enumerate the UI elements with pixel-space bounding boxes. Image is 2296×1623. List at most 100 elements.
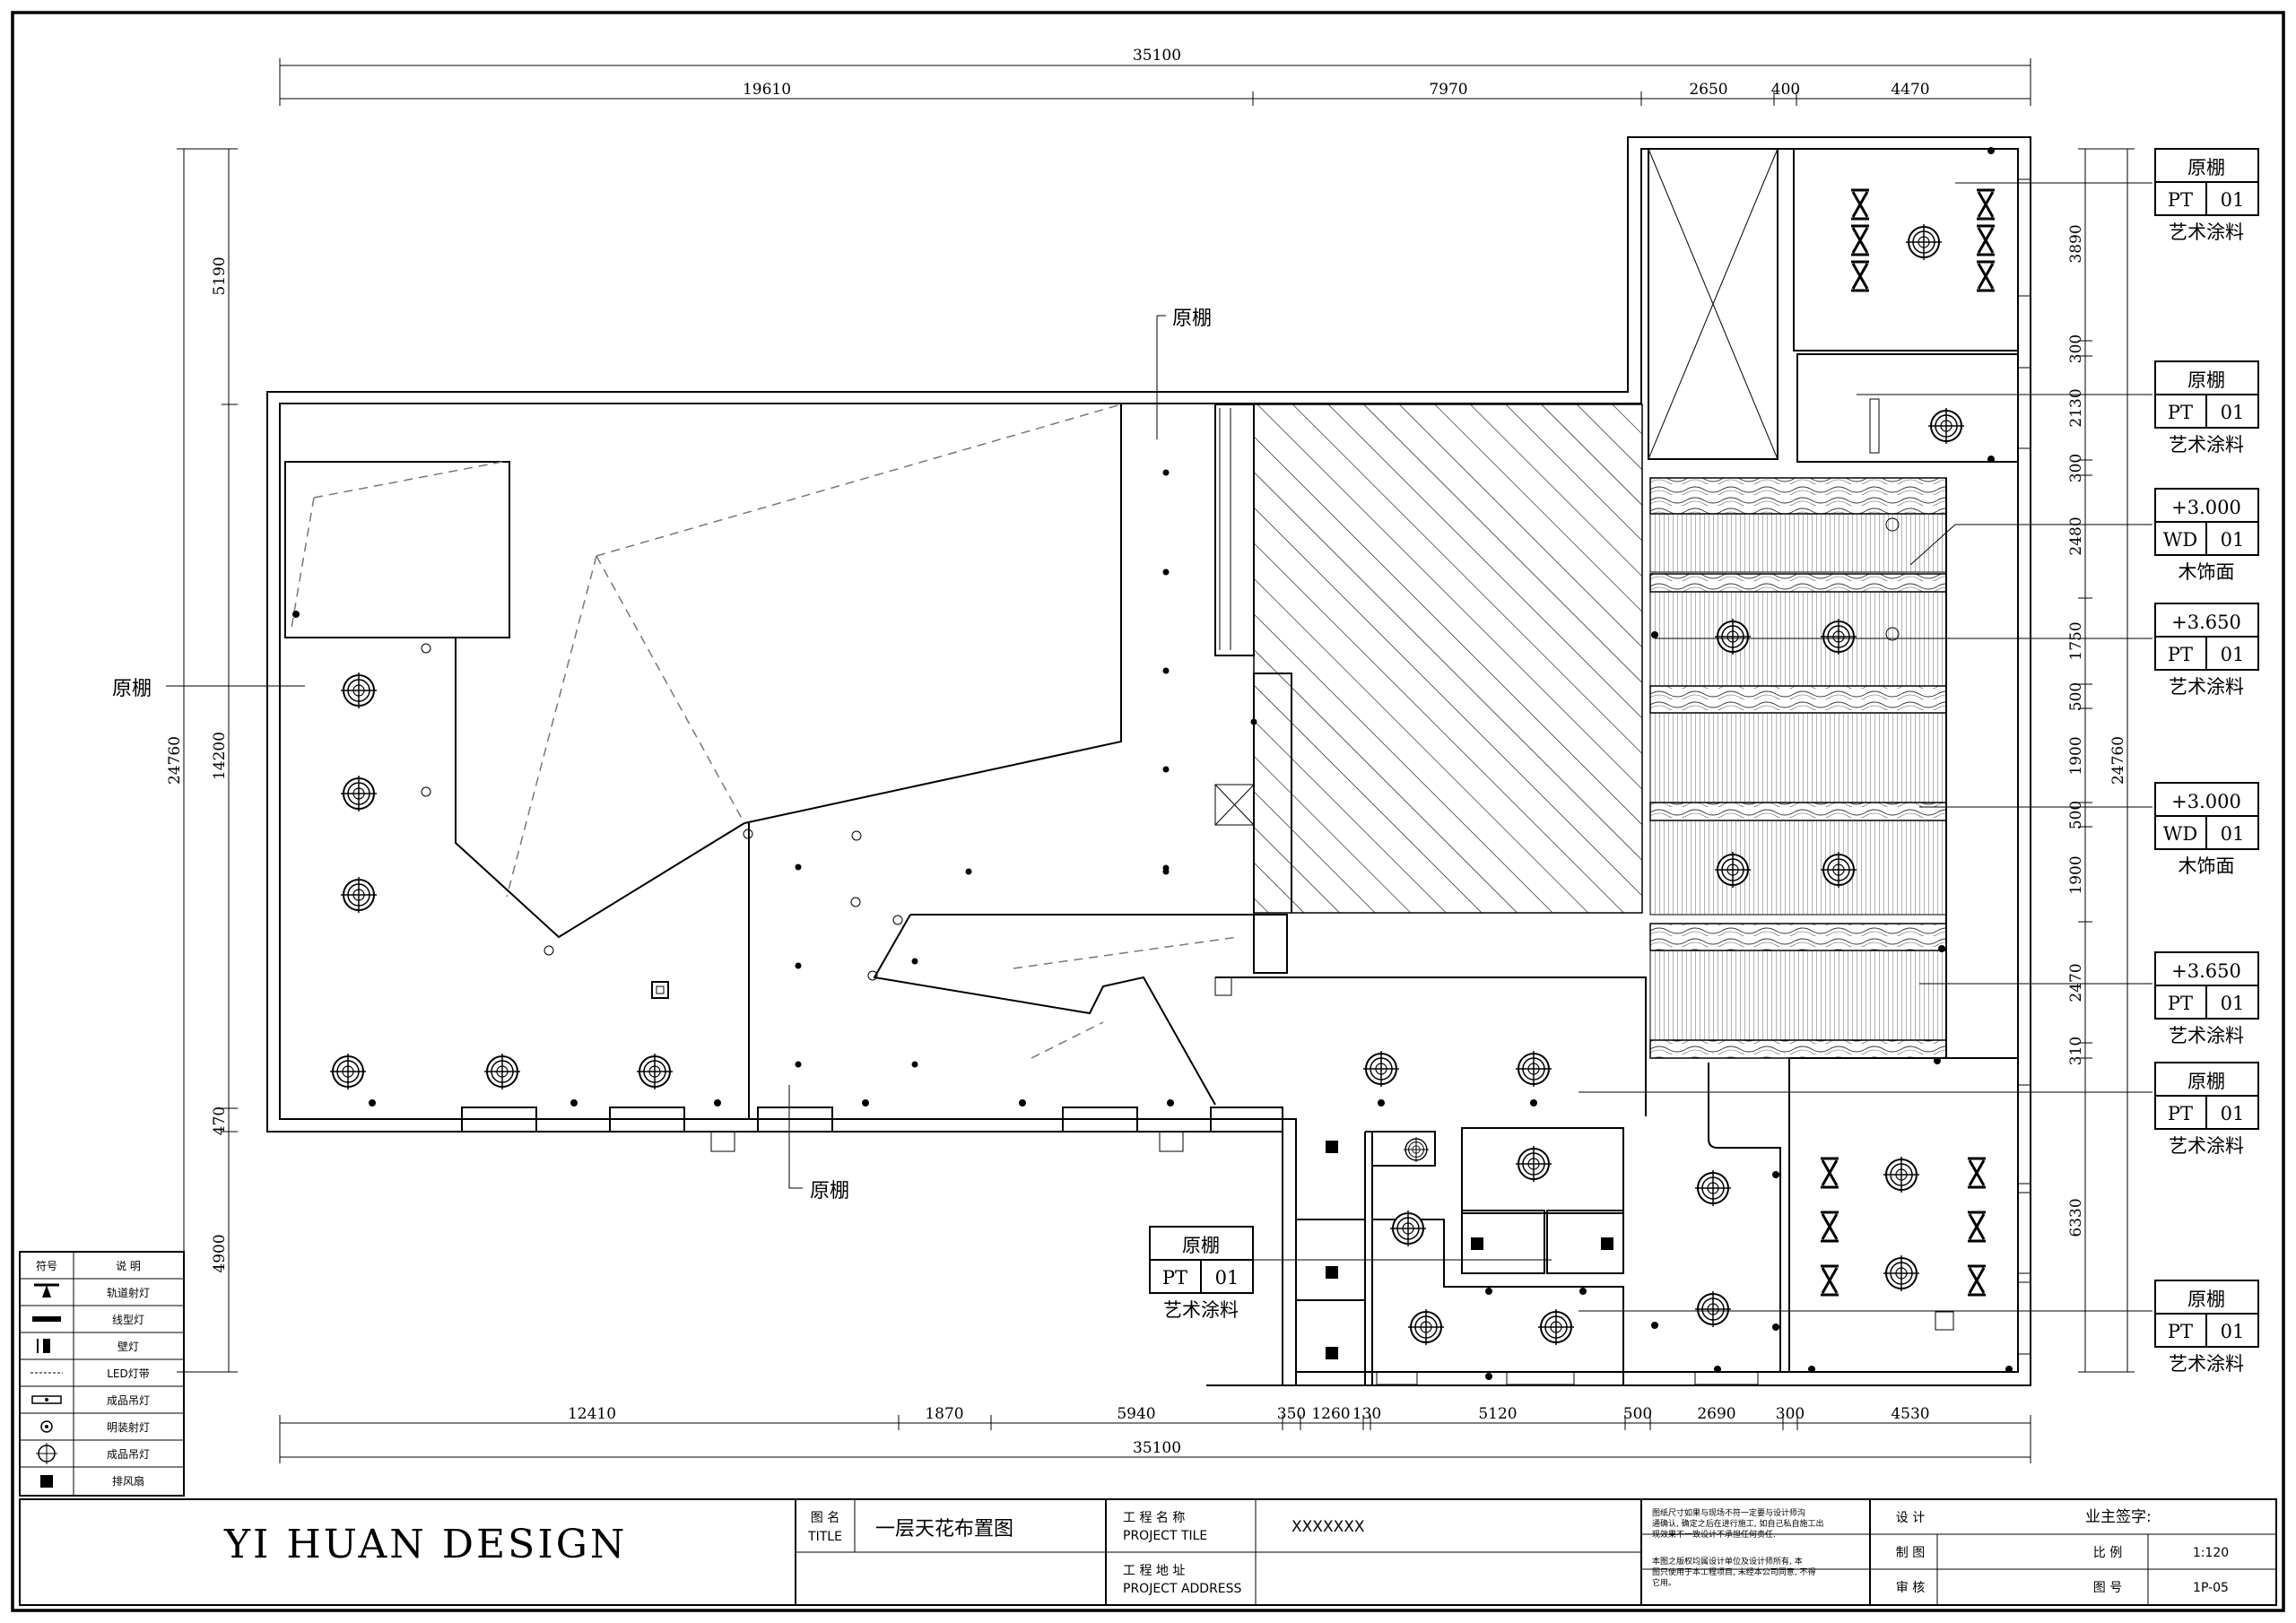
svg-text:01: 01: [1215, 1267, 1239, 1289]
main-ceiling-edge: [455, 404, 1122, 939]
drawing-title: 一层天花布置图: [875, 1518, 1013, 1541]
sheet-label: 图 号: [2093, 1581, 2122, 1595]
top-right-room-2: [1796, 353, 2019, 463]
brand-name: YI HUAN DESIGN: [223, 1522, 627, 1567]
svg-text:PT: PT: [2168, 1321, 2193, 1342]
right-dim-12: 310: [2067, 1037, 2085, 1065]
svg-text:艺术涂料: 艺术涂料: [1163, 1299, 1239, 1321]
svg-text:艺术涂料: 艺术涂料: [2169, 434, 2244, 456]
svg-text:艺术涂料: 艺术涂料: [2169, 1025, 2244, 1046]
callout-original-ceiling-3: 原棚: [810, 1180, 849, 1202]
exhaust-fan-icon: [40, 1475, 53, 1488]
window-openings: [461, 1107, 1759, 1385]
scale-value: 1:120: [2193, 1546, 2229, 1560]
left-dimensions: 24760 5190 14200 470 4900: [166, 148, 238, 1373]
right-dim-3: 2130: [2067, 388, 2085, 427]
project-title-value: XXXXXXX: [1292, 1518, 1365, 1536]
svg-text:+3.650: +3.650: [2171, 960, 2241, 982]
svg-text:PT: PT: [2168, 402, 2193, 423]
svg-text:WD: WD: [2163, 823, 2197, 845]
svg-text:艺术涂料: 艺术涂料: [2169, 1135, 2244, 1157]
wall-lamp-icon: [37, 1339, 50, 1353]
material-tag-8: 原棚 PT 01 艺术涂料: [2154, 1280, 2259, 1375]
sheet-number: 1P-05: [2193, 1581, 2229, 1595]
svg-text:+3.000: +3.000: [2171, 497, 2241, 518]
bottom-dim-1: 12410: [568, 1405, 616, 1423]
drawing-frame: [11, 11, 2285, 1612]
right-dim-7: 500: [2067, 682, 2085, 711]
note-line-3: 现效果不一致设计不承担任何责任.: [1652, 1529, 1776, 1540]
left-dim-4: 4900: [211, 1234, 229, 1272]
project-title-label-cn: 工 程 名 称: [1123, 1511, 1185, 1525]
review-label: 审 核: [1896, 1581, 1925, 1595]
material-tag-5: +3.000 WD 01 木饰面: [2154, 782, 2259, 877]
bottom-dim-7: 5120: [1478, 1405, 1517, 1423]
left-dim-2: 14200: [211, 732, 229, 780]
material-tag-7: 原棚 PT 01 艺术涂料: [2154, 1062, 2259, 1157]
note-line-2: 通确认, 确定之后在进行施工, 如自己私自施工出: [1652, 1518, 1823, 1529]
project-title-label-en: PROJECT TILE: [1123, 1529, 1207, 1543]
exhaust-fan-mark: [651, 981, 669, 999]
svg-text:01: 01: [2221, 189, 2245, 211]
legend-table: 符号 说 明 轨道射灯 线型灯 壁灯 LED灯带 成品吊灯 明装射灯 成品吊灯 …: [19, 1251, 185, 1497]
bottom-dim-5: 1260: [1311, 1405, 1350, 1423]
shaft-hatch-area: [1253, 404, 1643, 914]
bottom-dim-4: 350: [1277, 1405, 1306, 1423]
top-right-room: [1793, 148, 2019, 352]
right-dim-2: 300: [2067, 334, 2085, 363]
top-dim-4: 400: [1771, 81, 1800, 99]
callout-original-ceiling-2: 原棚: [112, 678, 152, 700]
svg-text:艺术涂料: 艺术涂料: [2169, 676, 2244, 698]
svg-text:原棚: 原棚: [2187, 369, 2225, 391]
svg-text:艺术涂料: 艺术涂料: [2169, 1353, 2244, 1375]
svg-text:原棚: 原棚: [2187, 1289, 2225, 1310]
top-dim-5: 4470: [1891, 81, 1929, 99]
svg-text:PT: PT: [2168, 644, 2193, 665]
svg-text:01: 01: [2221, 1321, 2245, 1342]
top-dimensions: 35100 19610 7970 2650 400 4470: [279, 47, 2031, 106]
svg-text:PT: PT: [1162, 1267, 1187, 1289]
bottom-dim-11: 4530: [1891, 1405, 1929, 1423]
stair-core: [1214, 404, 1255, 656]
legend-label-7: 成品吊灯: [107, 1448, 150, 1461]
svg-text:PT: PT: [2168, 993, 2193, 1014]
right-dimensions: 3890 300 2130 300 2480 1750 500 1900 500…: [2067, 148, 2135, 1373]
svg-text:01: 01: [2221, 1103, 2245, 1124]
svg-text:木饰面: 木饰面: [2179, 855, 2235, 877]
bottom-dimensions: 12410 1870 5940 350 1260 130 5120 500 26…: [279, 1405, 2031, 1463]
linear-light-icon: [32, 1316, 61, 1322]
legend-label-2: 线型灯: [112, 1314, 144, 1326]
track-spotlight-icon: [34, 1283, 59, 1298]
right-dim-6: 1750: [2067, 621, 2085, 660]
svg-text:艺术涂料: 艺术涂料: [2169, 221, 2244, 243]
top-overall-dim: 35100: [1133, 47, 1181, 65]
bottom-dim-10: 300: [1776, 1405, 1805, 1423]
left-dim-3: 470: [211, 1107, 229, 1135]
bottom-overall-dim: 35100: [1133, 1439, 1181, 1457]
left-dim-1: 5190: [211, 256, 229, 295]
svg-text:01: 01: [2221, 993, 2245, 1014]
svg-text:01: 01: [2221, 644, 2245, 665]
legend-label-5: 成品吊灯: [107, 1394, 150, 1407]
left-overall-dim: 24760: [166, 736, 184, 785]
downlight-dots: [292, 147, 2013, 1380]
legend-label-6: 明装射灯: [107, 1420, 150, 1434]
tag-leaders: [1247, 182, 2152, 1312]
top-dim-3: 2650: [1689, 81, 1727, 99]
right-overall-dim: 24760: [2109, 736, 2127, 785]
note-line-5: 图只使用于本工程项目, 未经本公司同意, 不得: [1652, 1567, 1815, 1577]
drawing-by-label: 制 图: [1896, 1546, 1925, 1560]
svg-text:原棚: 原棚: [1182, 1235, 1220, 1256]
title-label-en: TITLE: [807, 1530, 842, 1544]
material-tag-9: 原棚 PT 01 艺术涂料: [1149, 1226, 1254, 1321]
svg-text:PT: PT: [2168, 189, 2193, 211]
svg-text:+3.650: +3.650: [2171, 612, 2241, 633]
title-label-cn: 图 名: [811, 1511, 839, 1525]
svg-text:木饰面: 木饰面: [2179, 561, 2235, 583]
title-block: YI HUAN DESIGN 图 名 TITLE 一层天花布置图 工 程 名 称…: [19, 1498, 2277, 1606]
exhaust-fans: [1326, 1141, 1613, 1359]
material-tag-1: 原棚 PT 01 艺术涂料: [2154, 148, 2259, 243]
svg-text:WD: WD: [2163, 529, 2197, 551]
bottom-dim-8: 500: [1623, 1405, 1652, 1423]
